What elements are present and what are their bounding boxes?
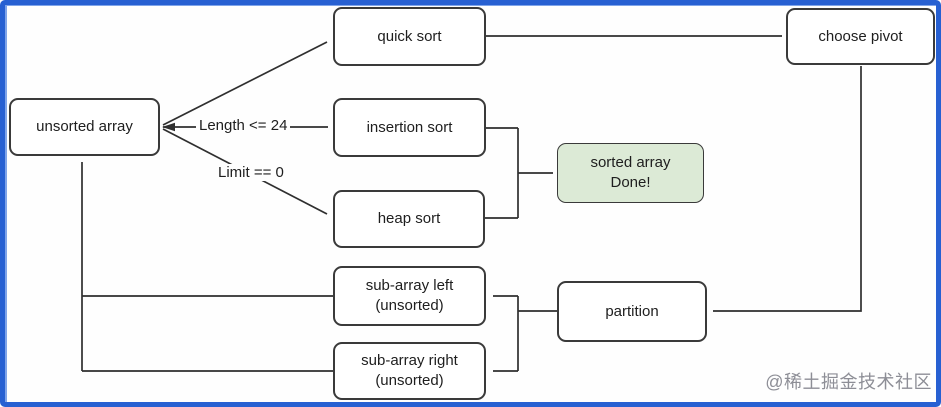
node-label: quick sort <box>377 27 442 45</box>
node-partition: partition <box>557 281 707 342</box>
node-label-line1: sorted array <box>590 154 671 172</box>
edge-choose-pivot-to-partition <box>713 66 862 312</box>
edge-label-limit-condition: Limit == 0 <box>215 164 287 181</box>
watermark-text: @稀土掘金技术社区 <box>765 372 932 392</box>
node-label: insertion sort <box>366 118 453 136</box>
edge-partition-split-connector <box>517 296 557 371</box>
edge-unsorted-to-quick-sort <box>162 41 328 126</box>
node-label: partition <box>605 302 659 320</box>
edge-back-arrowhead <box>162 122 175 132</box>
node-label-line1: sub-array left <box>365 277 454 295</box>
node-label-line2: (unsorted) <box>375 297 444 314</box>
node-unsorted-array: unsorted array <box>9 98 160 156</box>
node-choose-pivot: choose pivot <box>786 8 935 65</box>
node-quick-sort: quick sort <box>333 7 486 66</box>
node-sub-array-right: sub-array right (unsorted) <box>333 342 486 400</box>
node-label-line1: sub-array right <box>361 352 458 370</box>
node-sub-array-left: sub-array left (unsorted) <box>333 266 486 326</box>
node-sorted-array-done: sorted array Done! <box>557 143 704 203</box>
node-heap-sort: heap sort <box>333 190 485 248</box>
node-label: unsorted array <box>36 118 133 136</box>
node-label-line2: Done! <box>610 174 651 191</box>
edge-label-length-condition: Length <= 24 <box>196 117 291 134</box>
node-label: heap sort <box>377 210 441 228</box>
node-insertion-sort: insertion sort <box>333 98 486 157</box>
edge-sub-arrays-return-connector <box>82 295 333 372</box>
node-label: choose pivot <box>818 27 903 45</box>
edge-sorts-merge-connector <box>485 127 519 219</box>
node-label-line2: (unsorted) <box>375 372 444 389</box>
